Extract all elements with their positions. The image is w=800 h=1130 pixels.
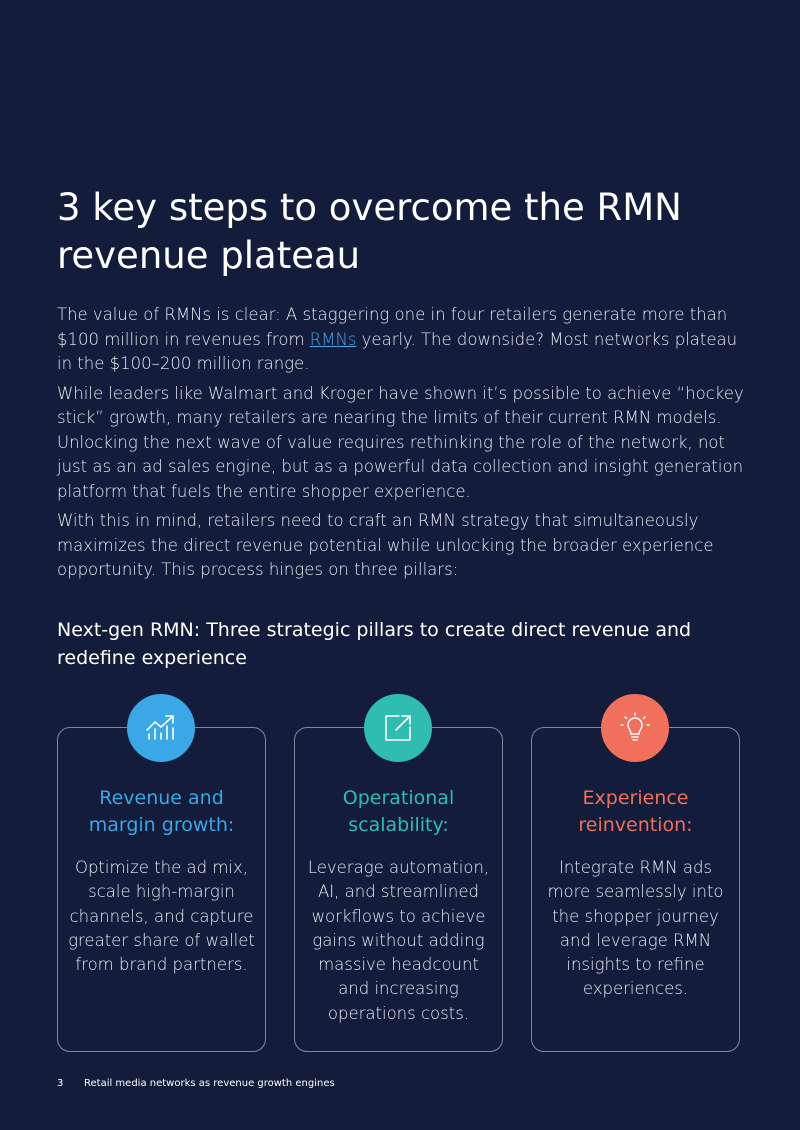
page-title: 3 key steps to overcome the RMN revenue …	[57, 186, 682, 277]
intro-paragraph: While leaders like Walmart and Kroger ha…	[57, 383, 744, 501]
intro-text-segment: yearly. The downside? Most networks plat…	[57, 329, 738, 374]
intro-paragraph: The value of RMNs is clear: A staggering…	[57, 303, 747, 377]
pillar-text: Leverage automation, AI, and streamlined…	[307, 858, 490, 1023]
rmns-link[interactable]: RMNs	[309, 329, 357, 349]
pillar-card-revenue: Revenue and margin growth: Optimize the …	[57, 694, 266, 1052]
pillar-card-operational: Operational scalability: Leverage automa…	[294, 694, 503, 1052]
pillar-title: Operational scalability:	[342, 787, 455, 836]
page-number: 3	[57, 1078, 64, 1089]
pillar-text: Integrate RMN ads more seamlessly into t…	[547, 858, 724, 999]
growth-chart-icon	[127, 694, 195, 762]
lightbulb-icon	[601, 694, 669, 762]
page-footer: 3 Retail media networks as revenue growth…	[57, 1077, 335, 1091]
pillar-title: Experience reinvention:	[578, 787, 693, 836]
intro-text-segment: The value of RMNs is clear: A staggering…	[57, 305, 728, 349]
footer-title: Retail media networks as revenue growth …	[84, 1078, 335, 1089]
intro-paragraph: With this in mind, retailers need to cra…	[57, 511, 714, 579]
intro-text: The value of RMNs is clear: A staggering…	[57, 303, 747, 588]
pillar-text: Optimize the ad mix, scale high-margin c…	[68, 858, 255, 975]
expand-arrow-icon	[364, 694, 432, 762]
pillars-subheading: Next-gen RMN: Three strategic pillars to…	[57, 619, 692, 669]
pillar-title: Revenue and margin growth:	[88, 787, 235, 836]
pillar-card-experience: Experience reinvention: Integrate RMN ad…	[531, 694, 740, 1052]
